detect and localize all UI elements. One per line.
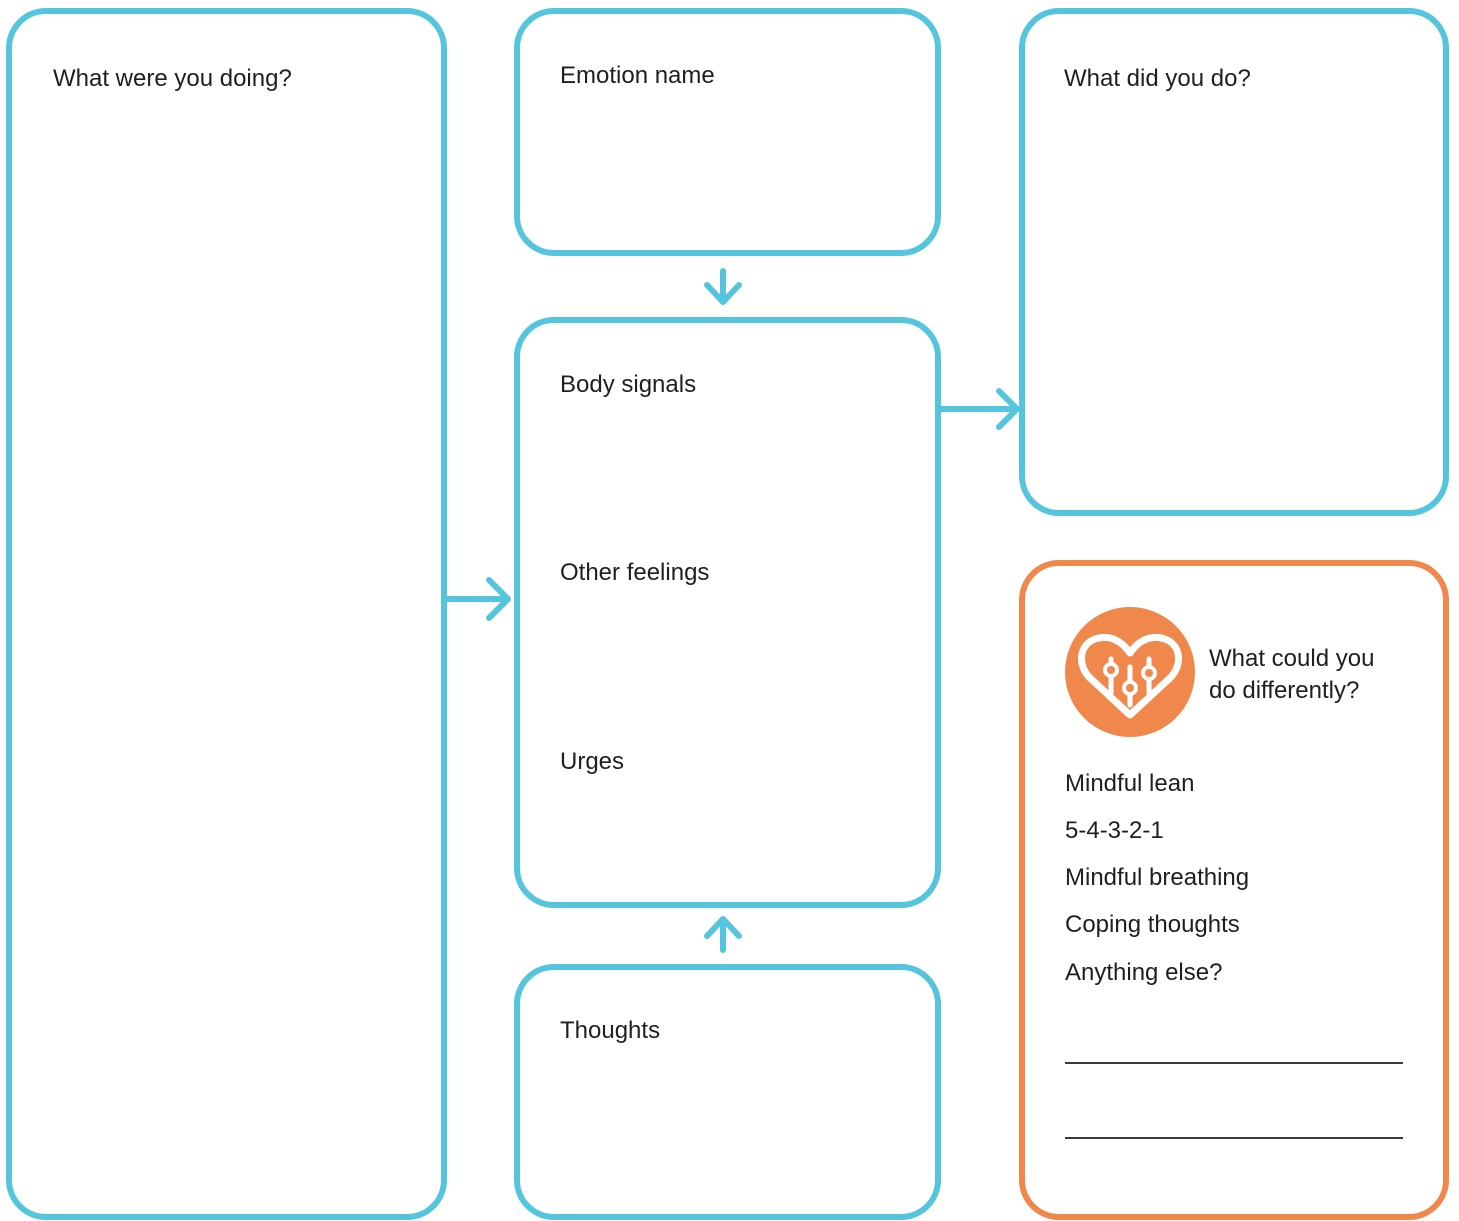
arrow-right-icon [444,577,511,621]
arrow-right-icon [938,388,1020,430]
thoughts-box[interactable]: Thoughts [514,964,941,1220]
thoughts-label: Thoughts [560,1017,661,1044]
differently-heading-line1: What could you [1209,645,1375,672]
option-item: Mindful lean [1065,770,1195,797]
option-item: Anything else? [1065,959,1223,986]
option-item: 5-4-3-2-1 [1065,817,1164,844]
arrow-up-icon [704,916,742,953]
emotion-label: Emotion name [560,62,715,89]
arrow-down-icon [704,268,742,305]
other-feelings-label: Other feelings [560,559,710,586]
did-label: What did you do? [1064,65,1251,92]
did-box[interactable]: What did you do? [1019,8,1449,516]
doing-box[interactable]: What were you doing? [6,8,447,1220]
feelings-box[interactable]: Body signals Other feelings Urges [514,317,941,908]
write-in-line[interactable] [1065,1137,1403,1139]
differently-heading-line2: do differently? [1209,677,1360,704]
differently-box[interactable]: What could you do differently? Mindful l… [1019,560,1449,1220]
heart-sliders-icon [1065,607,1195,737]
emotion-box[interactable]: Emotion name [514,8,941,256]
body-signals-label: Body signals [560,371,697,398]
urges-label: Urges [560,748,625,775]
option-item: Mindful breathing [1065,864,1250,891]
write-in-line[interactable] [1065,1062,1403,1064]
doing-label: What were you doing? [53,65,292,92]
option-item: Coping thoughts [1065,911,1240,938]
